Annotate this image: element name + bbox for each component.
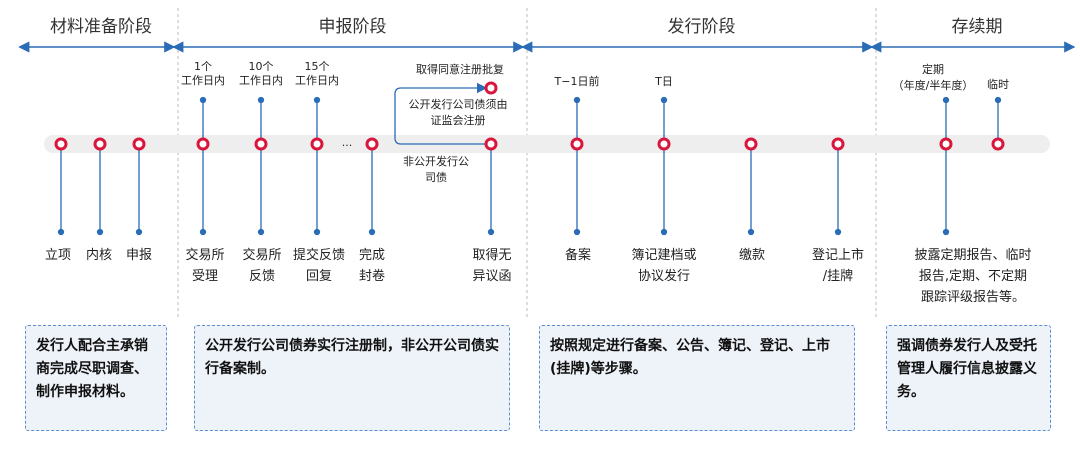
- label-1-day: 1个工作日内: [181, 60, 225, 87]
- node-jiaokuan: [744, 137, 758, 151]
- label-temporary: 临时: [987, 78, 1009, 91]
- node-pilu: [939, 137, 953, 151]
- label-periodic: 定期（年度/半年度）: [892, 63, 974, 92]
- desc-box-filing: 公开发行公司债券实行注册制，非公开公司债实行备案制。: [194, 325, 510, 431]
- stage-title-filing: 申报阶段: [318, 17, 387, 37]
- node-wancheng: [365, 137, 379, 151]
- desc-box-duration: 强调债券发行人及受托管理人履行信息披露义务。: [886, 325, 1051, 431]
- node-buji: [657, 137, 671, 151]
- node-label-pilu: 披露定期报告、临时报告,定期、不定期跟踪评级报告等。: [914, 248, 1032, 305]
- node-dengji: [831, 137, 845, 151]
- node-label-quwuyi: 取得无异议函: [472, 248, 512, 284]
- desc-box-issuance: 按照规定进行备案、公告、簿记、登记、上市(挂牌)等步骤。: [539, 325, 855, 431]
- stage-title-prep: 材料准备阶段: [50, 17, 152, 37]
- node-label-neihe: 内核: [85, 248, 113, 263]
- node-temporary: [991, 137, 1005, 151]
- node-shenbao: [132, 137, 146, 151]
- node-tijiao: [310, 137, 324, 151]
- node-label-shouli: 交易所受理: [185, 248, 225, 284]
- node-label-dengji: 登记上市/挂牌: [811, 248, 865, 284]
- node-label-lixiang: 立项: [44, 248, 72, 263]
- node-label-tijiao: 提交反馈回复: [292, 248, 346, 284]
- node-beian: [570, 137, 584, 151]
- label-nonpublic: 非公开发行公司债: [403, 155, 469, 184]
- node-lixiang: [54, 137, 68, 151]
- label-t-day: T日: [655, 75, 673, 88]
- node-fankui: [254, 137, 268, 151]
- stage-title-duration: 存续期: [951, 17, 1003, 37]
- node-label-buji: 簿记建档或协议发行: [631, 248, 697, 284]
- stage-title-issuance: 发行阶段: [667, 17, 736, 37]
- node-label-fankui: 交易所反馈: [242, 248, 282, 284]
- label-approval: 取得同意注册批复: [416, 63, 504, 76]
- node-label-jiaokuan: 缴款: [738, 248, 766, 263]
- desc-box-prep: 发行人配合主承销商完成尽职调查、制作申报材料。: [25, 325, 167, 431]
- node-shouli: [196, 137, 210, 151]
- ellipsis: ...: [341, 136, 353, 149]
- label-public-reg: 公开发行公司债须由证监会注册: [408, 98, 508, 127]
- label-15-day: 15个工作日内: [295, 60, 339, 87]
- branch-connector: [394, 82, 491, 145]
- node-approval: [484, 81, 498, 95]
- label-t-minus-1: T−1日前: [554, 75, 600, 88]
- node-label-shenbao: 申报: [125, 248, 153, 263]
- node-label-beian: 备案: [564, 248, 592, 263]
- node-quwuyi: [484, 137, 498, 151]
- node-label-wancheng: 完成封卷: [358, 248, 386, 284]
- node-neihe: [93, 137, 107, 151]
- timeline-bar: [44, 135, 1050, 153]
- label-10-day: 10个工作日内: [239, 60, 283, 87]
